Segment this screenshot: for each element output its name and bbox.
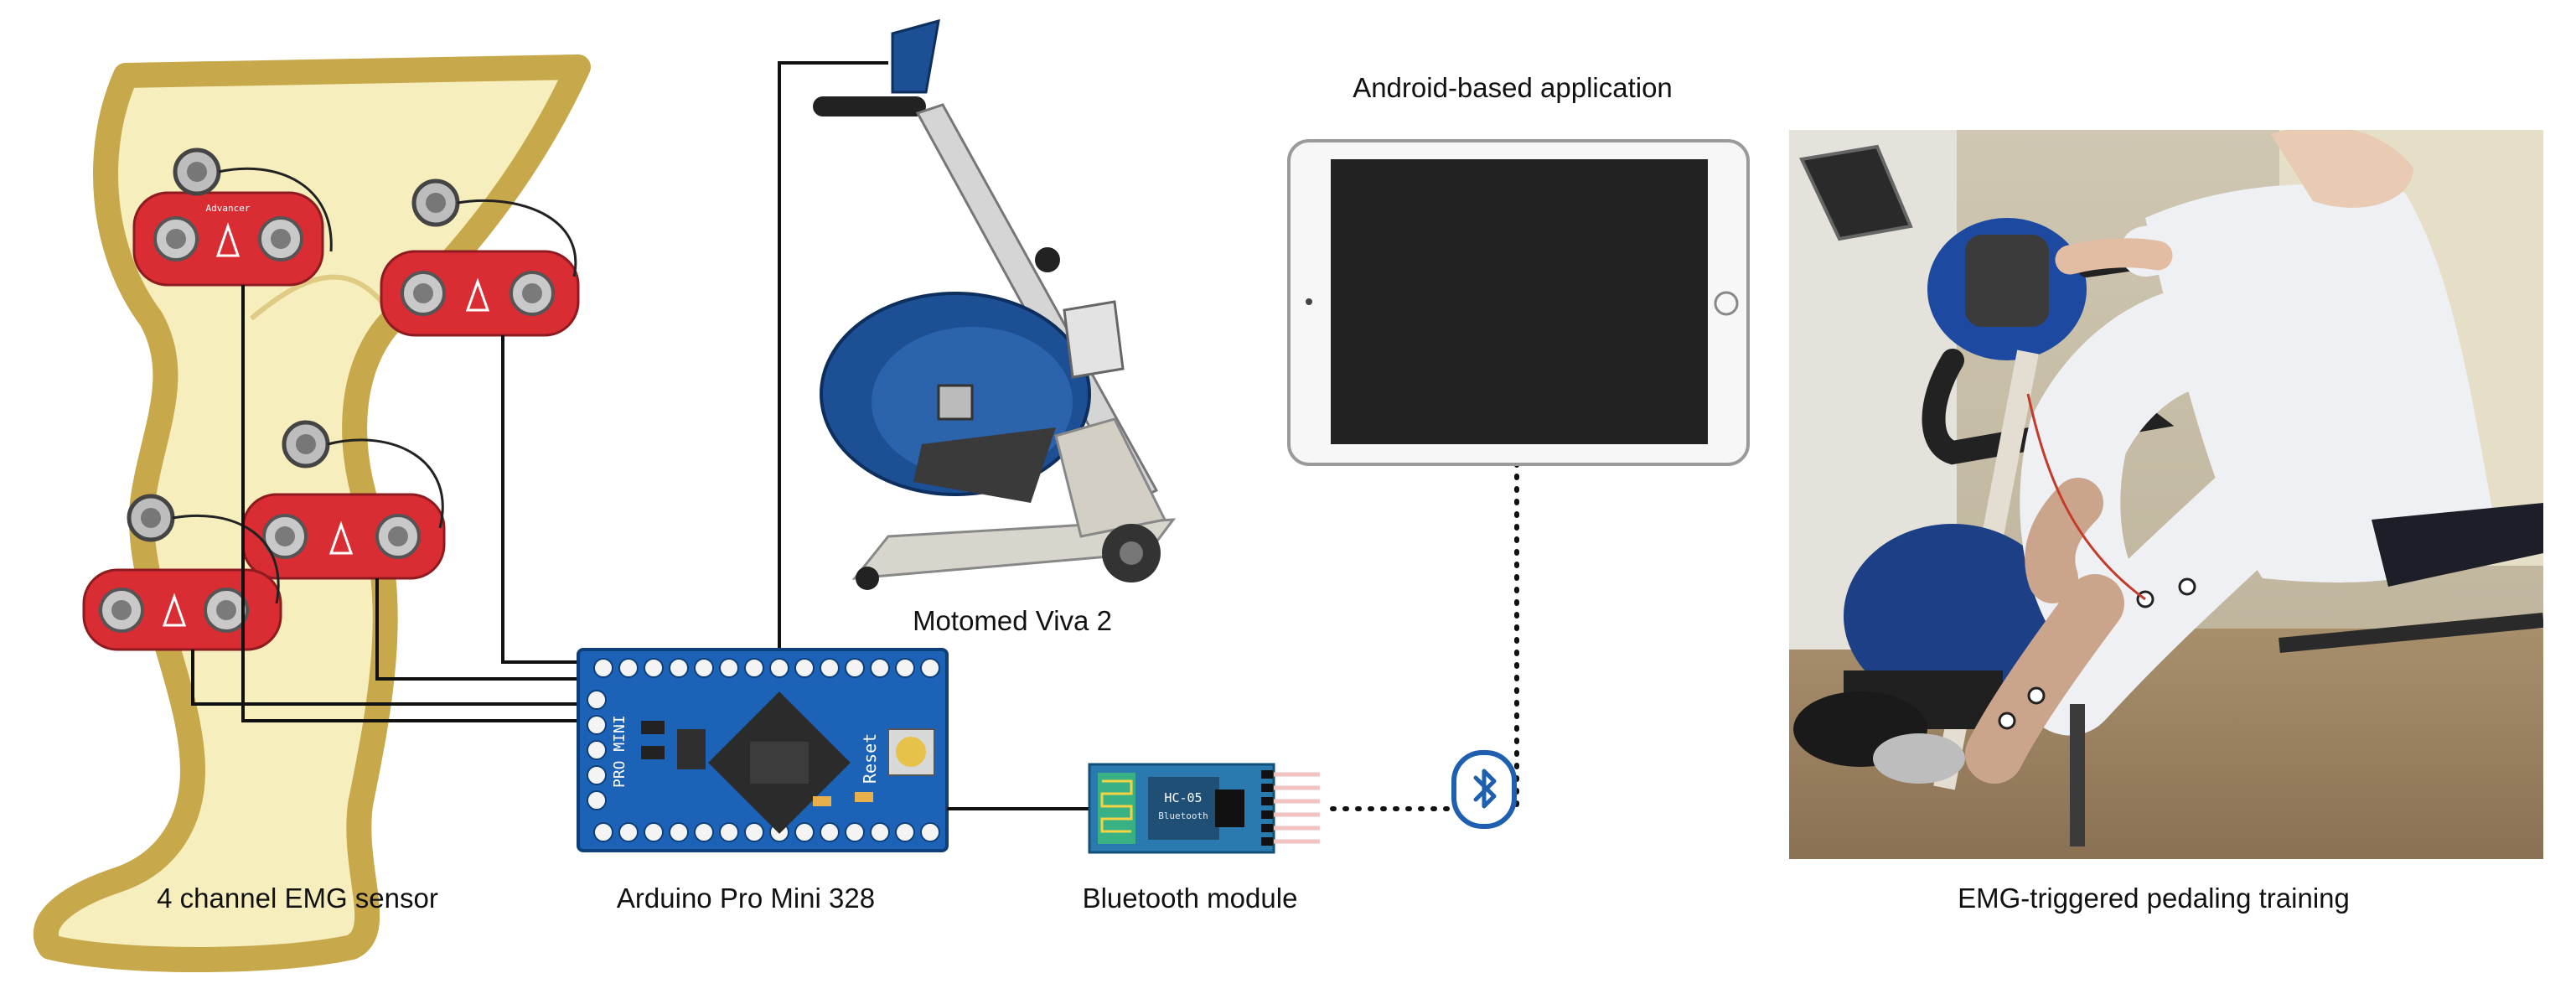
emg-electrode-3 (282, 420, 444, 529)
bluetooth-module-board: HC-05 Bluetooth (1088, 763, 1320, 854)
emg-electrode-2 (411, 179, 577, 277)
arduino-label: Arduino Pro Mini 328 (616, 883, 876, 914)
hc05-label: HC-05 (1164, 790, 1202, 805)
emg-electrode-1 (173, 148, 333, 252)
emg-sensor-2 (380, 250, 580, 337)
pro-mini-silkscreen: PRO MINI (611, 715, 628, 788)
sensor-wires (191, 61, 888, 722)
training-photo (1789, 130, 2543, 859)
wireless-link (1330, 421, 1519, 811)
motomed-illustration (813, 18, 1177, 590)
bluetooth-module-label: Bluetooth module (1082, 883, 1298, 914)
emg-sensor-4 (82, 568, 282, 651)
training-label: EMG-triggered pedaling training (1958, 883, 2350, 914)
bluetooth-icon (1451, 750, 1517, 829)
tablet-device (1287, 139, 1750, 466)
emg-sensor-label: 4 channel EMG sensor (157, 883, 438, 914)
hc05-sublabel: Bluetooth (1158, 810, 1208, 821)
android-app-label: Android-based application (1353, 72, 1673, 103)
emg-electrode-4 (127, 494, 280, 604)
motomed-label: Motomed Viva 2 (913, 605, 1112, 636)
emg-sensor-1: Advancer (132, 191, 324, 287)
sensor-brand: Advancer (206, 203, 251, 214)
arduino-pro-mini-board: PRO MINI Reset (577, 648, 949, 852)
reset-silkscreen: Reset (860, 733, 880, 784)
emg-sensor-3 (241, 493, 446, 580)
